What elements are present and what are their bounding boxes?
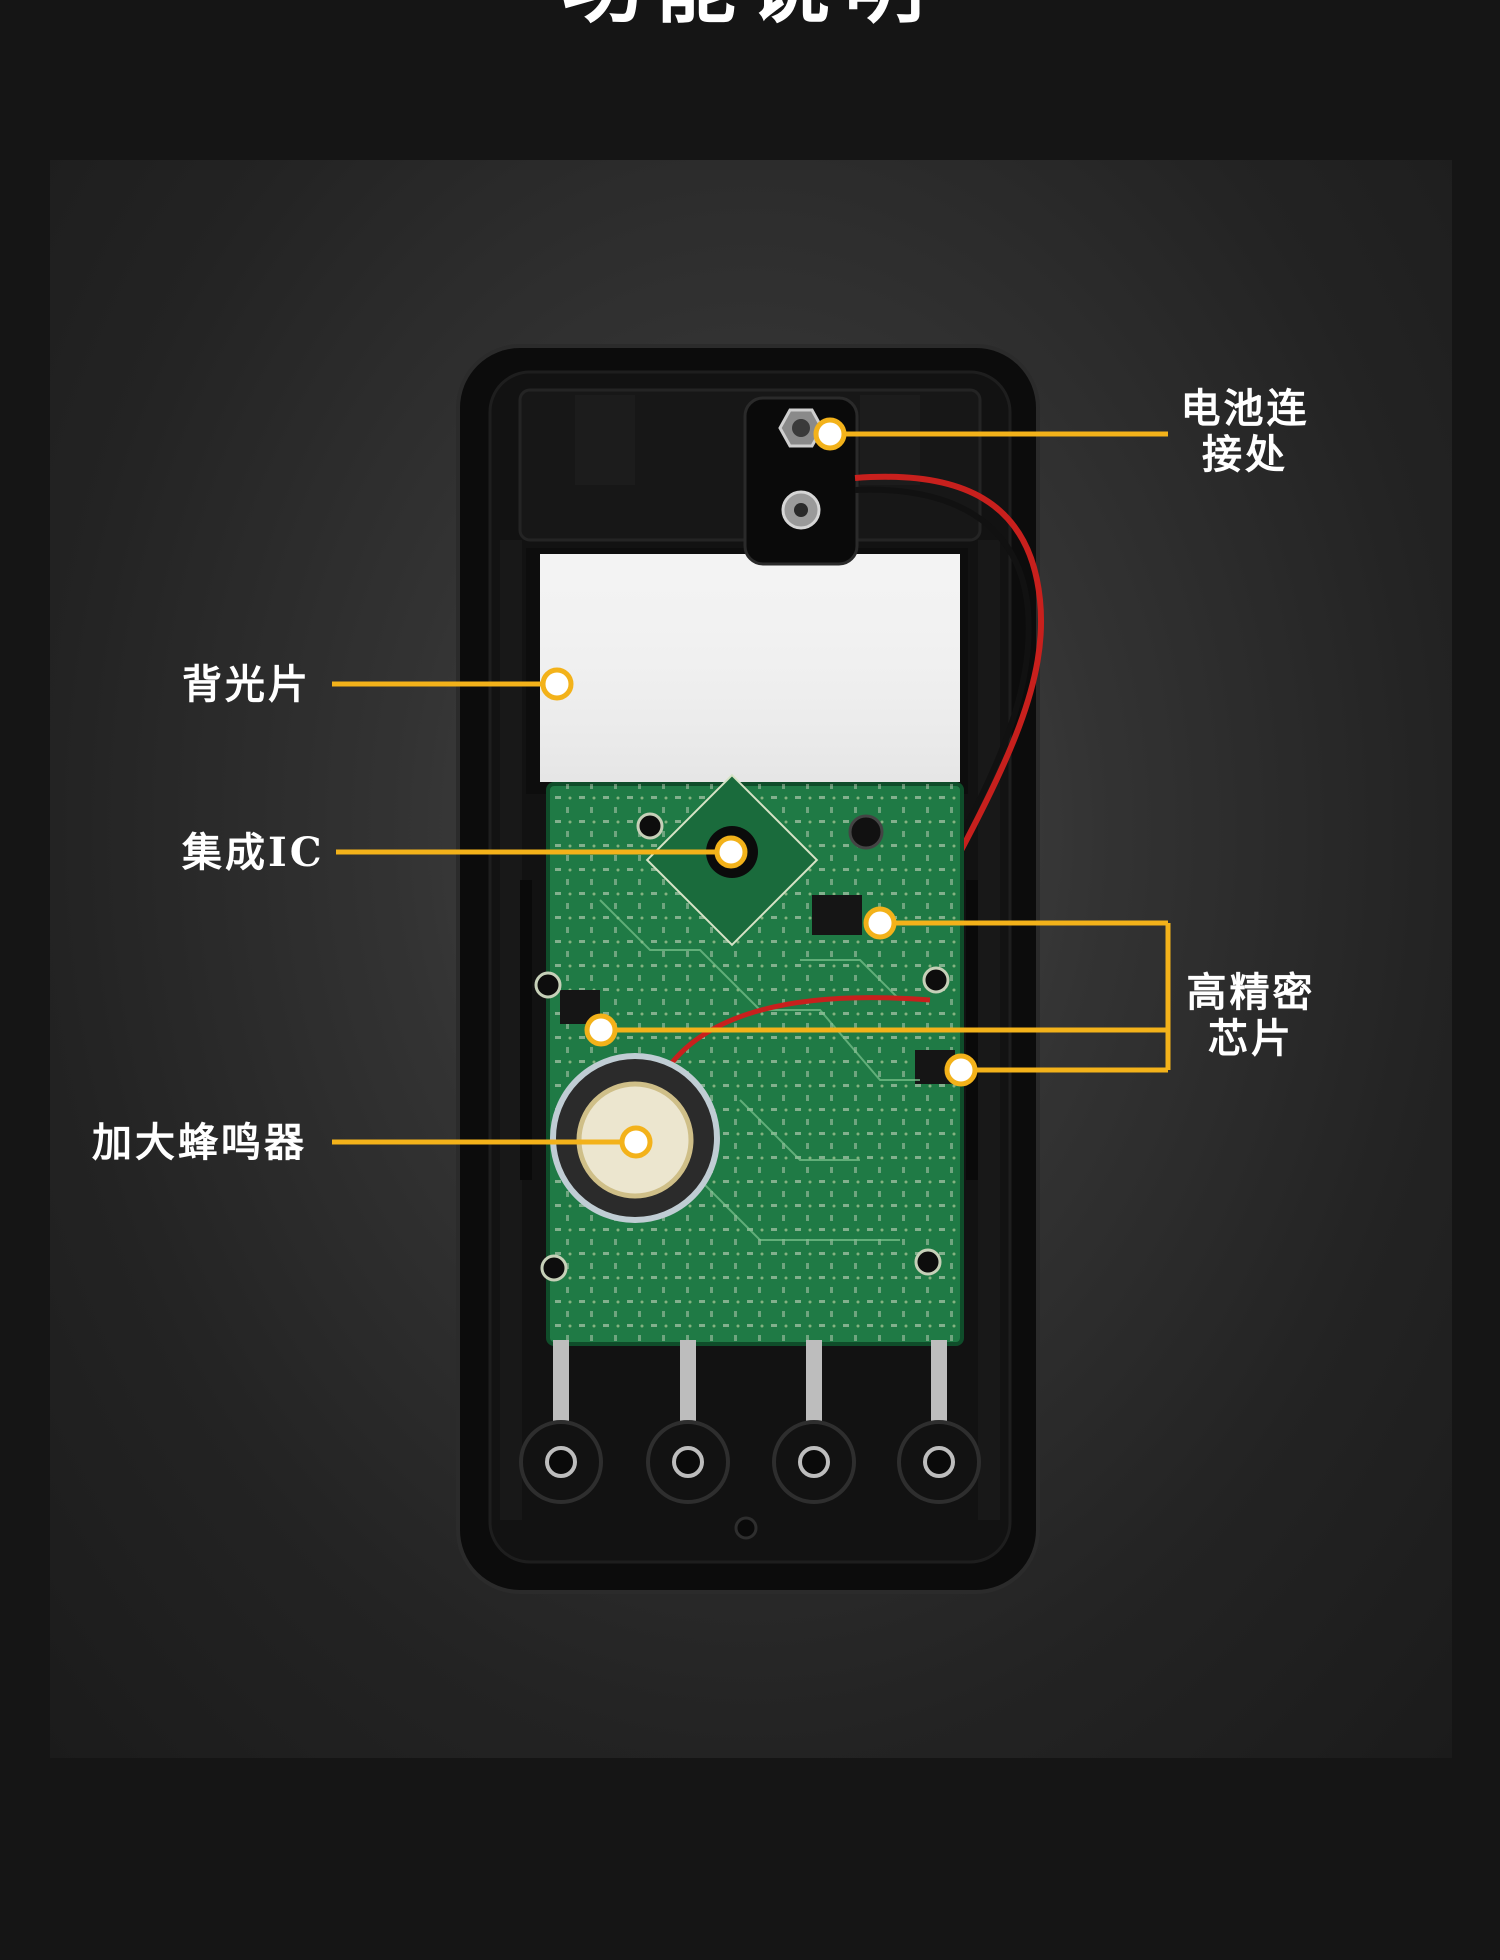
chip1-marker <box>863 906 897 940</box>
buzzer-marker <box>619 1125 653 1159</box>
battery-marker <box>813 417 847 451</box>
battery-label-line2: 接处 <box>1202 431 1288 478</box>
chips-label: 高精密 芯片 <box>1176 970 1326 1062</box>
chip3-marker <box>944 1053 978 1087</box>
page-title: 功能说明 <box>0 0 1500 28</box>
buzzer-label: 加大蜂鸣器 <box>92 1119 307 1166</box>
backlight-marker <box>540 667 574 701</box>
chips-label-line1: 高精密 <box>1186 969 1316 1016</box>
backlight-label: 背光片 <box>182 661 311 708</box>
ic-marker <box>714 835 748 869</box>
battery-label: 电池连 接处 <box>1170 386 1320 478</box>
ic-label: 集成IC <box>182 829 325 876</box>
battery-label-line1: 电池连 <box>1180 385 1310 432</box>
input-jacks <box>519 1340 981 1504</box>
chips-label-line2: 芯片 <box>1208 1015 1294 1062</box>
chip2-marker <box>584 1013 618 1047</box>
